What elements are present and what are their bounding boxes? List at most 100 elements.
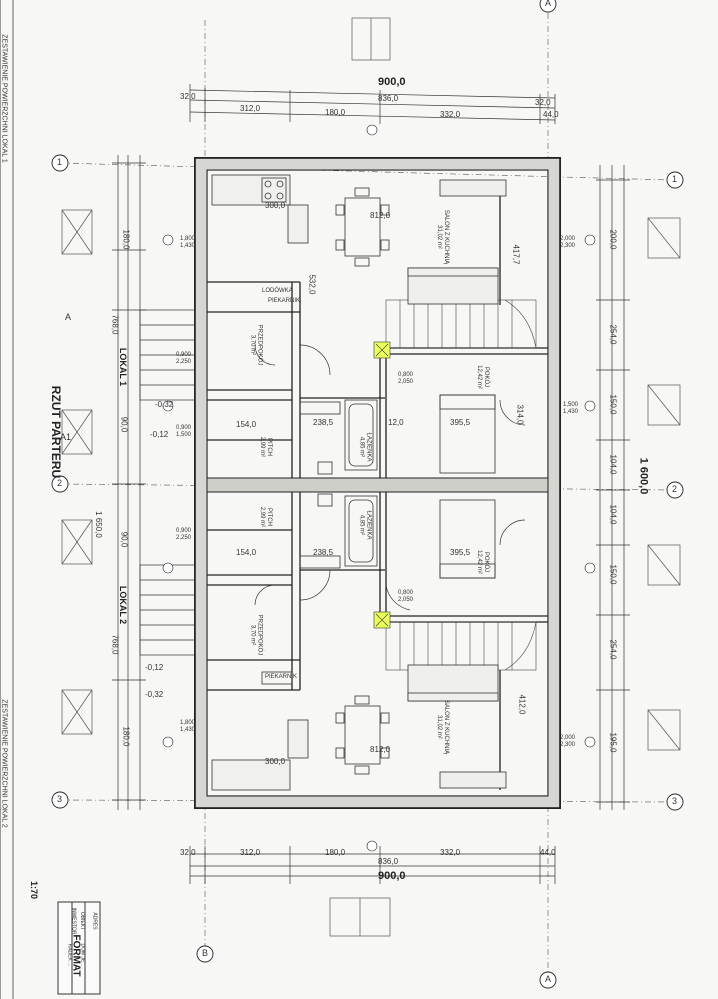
kitchen-counter-lokal-1 xyxy=(211,174,309,244)
wall-154a: 154,0 xyxy=(236,420,257,429)
outer-walls xyxy=(194,157,561,809)
room-przedpokoj-1: PRZEDPOKÓJ 3,70 m² xyxy=(249,324,263,366)
title-row-2-value: DOM JE... xyxy=(79,943,86,967)
right-dim-254b: 254,0 xyxy=(608,639,618,660)
title-row-2: OBIEKT xyxy=(79,911,86,931)
wall-812b: 812,0 xyxy=(370,745,391,754)
label-piekarnik-2: PIEKARNIK xyxy=(265,674,298,680)
window-label-1: 1,800 1,430 xyxy=(180,236,196,249)
bed-lokal-1 xyxy=(439,394,496,474)
title-block-frame xyxy=(57,901,101,995)
entry-steps-lokal-2 xyxy=(139,564,196,656)
room-salon-1: SALON Z KUCHNIĄ 31,02 m² xyxy=(436,209,450,265)
left-dim-768b: 768,0 xyxy=(110,634,120,655)
window-label-6: 1,800 1,430 xyxy=(180,720,196,733)
bottom-44: 44,0 xyxy=(540,848,556,857)
level-c: -0,12 xyxy=(150,430,169,439)
room-pokoj-1: POKÓJ 12,42 m² xyxy=(475,365,489,389)
label-piekarnik-1: PIEKARNIK xyxy=(268,298,301,304)
drawing-scale: 1:70 xyxy=(29,880,40,900)
right-dim-254: 254,0 xyxy=(608,324,618,345)
sofa-lokal-1 xyxy=(407,179,507,305)
room-pitch-1: PITCH 2,99 m² xyxy=(259,436,273,458)
axis-label-right-1: 1 xyxy=(672,174,678,184)
wall-812a: 812,0 xyxy=(370,211,391,220)
bathroom-fixtures-lokal-1 xyxy=(299,399,378,475)
left-dimension-lines xyxy=(112,155,146,810)
bed-lokal-2 xyxy=(439,499,496,579)
wall-154b: 154,0 xyxy=(236,548,257,557)
door-label-a: 0,800 2,050 xyxy=(398,372,414,385)
door-swings xyxy=(254,344,526,611)
dining-table-lokal-2 xyxy=(335,695,390,775)
right-dimension-lines xyxy=(596,165,630,810)
stairs-lokal-1 xyxy=(385,299,537,349)
summary-lokal-1: ZESTAWIENIE POWIERZCHNI LOKAL 1 xyxy=(0,34,8,163)
bottom-332: 332,0 xyxy=(440,848,461,857)
bottom-dimension-lines xyxy=(189,846,556,884)
right-dim-195: 195,0 xyxy=(608,732,618,753)
title-row-1-value: RADEK ... xyxy=(66,943,73,967)
room-przedpokoj-2: PRZEDPOKÓJ 3,70 m² xyxy=(249,614,263,656)
wall-300b: 300,0 xyxy=(265,757,286,766)
top-32-left: 32,0 xyxy=(180,92,196,101)
dining-table-lokal-1 xyxy=(335,187,390,267)
room-salon-2: SALON Z KUCHNIĄ 31,02 m² xyxy=(436,699,450,755)
level-a: -0,32 xyxy=(155,400,174,409)
axis-bubbles xyxy=(51,0,684,989)
right-dim-150: 150,0 xyxy=(608,394,618,415)
axis-label-right-2: 2 xyxy=(672,484,678,494)
axis-label-left-2: 2 xyxy=(57,478,63,488)
wall-2385b: 238,5 xyxy=(313,548,334,557)
door-label-d: 0,900 2,250 xyxy=(176,528,192,541)
room-pokoj-2: POKÓJ 12,42 m² xyxy=(475,550,489,574)
window-tags xyxy=(162,124,596,852)
overall-length-right: 1 600,0 xyxy=(637,457,650,495)
top-44: 44,0 xyxy=(543,110,559,119)
window-label-3: 1,500 1,430 xyxy=(563,402,579,415)
kitchen-counter-lokal-2 xyxy=(211,671,309,791)
bottom-312: 312,0 xyxy=(240,848,261,857)
wall-120: 12,0 xyxy=(388,418,404,427)
wall-3955b: 395,5 xyxy=(450,548,471,557)
label-lodowka: LODÓWKA xyxy=(262,288,293,294)
wall-3955a: 395,5 xyxy=(450,418,471,427)
axis-label-left-3: 3 xyxy=(57,794,63,804)
stairs-lokal-2 xyxy=(385,621,537,671)
room-pitch-2: PITCH 2,99 m² xyxy=(259,506,273,528)
window-label-5: 2,000 2,300 xyxy=(560,735,576,748)
level-b: -0,32 xyxy=(145,690,164,699)
left-dim-180b: 180,0 xyxy=(121,726,131,747)
door-label-c: 0,900 2,250 xyxy=(176,352,192,365)
top-312: 312,0 xyxy=(240,104,261,113)
sofa-lokal-2 xyxy=(407,664,507,789)
top-180: 180,0 xyxy=(325,108,346,117)
right-dim-200: 200,0 xyxy=(608,229,618,250)
top-dimension-lines xyxy=(189,84,556,124)
section-label-a: A xyxy=(65,312,72,322)
bottom-32: 32,0 xyxy=(180,848,196,857)
axis-label-right-3: 3 xyxy=(672,796,678,806)
ventilation-markers xyxy=(373,341,391,629)
left-dim-768a: 768,0 xyxy=(110,314,120,335)
left-dim-180: 180,0 xyxy=(121,229,131,250)
overall-width-top: 900,0 xyxy=(378,76,406,88)
door-label-b: 0,800 2,050 xyxy=(398,590,414,603)
window-label-4: 0,900 1,500 xyxy=(176,425,192,438)
left-dim-90b: 90,0 xyxy=(119,531,129,548)
axis-label-left-1: 1 xyxy=(57,157,63,167)
entry-steps-lokal-1 xyxy=(139,309,196,401)
title-row-3: ADRES xyxy=(91,912,98,930)
right-dim-104a: 104,0 xyxy=(608,454,618,475)
section-label-a1: A1 xyxy=(60,432,72,442)
level-d: -0,12 xyxy=(145,663,164,672)
overall-length-left: 1 650,0 xyxy=(93,511,103,538)
lokal-1-label: LOKAL 1 xyxy=(118,347,129,387)
top-332: 332,0 xyxy=(440,110,461,119)
inner-width-top: 836,0 xyxy=(378,94,399,103)
top-32-right: 32,0 xyxy=(535,98,551,107)
room-lazienka-1: ŁAZIENKA 4,85 m² xyxy=(358,432,372,462)
lokal-2-label: LOKAL 2 xyxy=(118,585,129,625)
